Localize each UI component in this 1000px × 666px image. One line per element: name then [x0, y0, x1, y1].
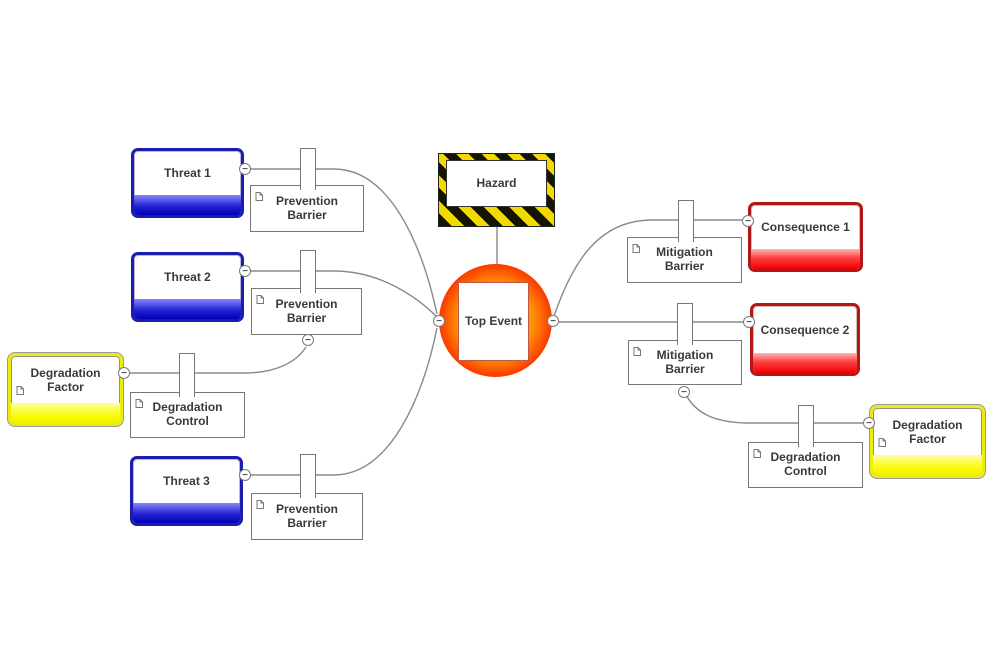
threat-1-label: Threat 1 [164, 166, 211, 181]
link-threat1-topevent [245, 168, 438, 315]
prevention-barrier-3-label: Prevention Barrier [275, 501, 338, 530]
collapse-toggle-degfactor-right[interactable]: − [863, 417, 875, 429]
top-event-label: Top Event [464, 313, 523, 328]
threat-2-label: Threat 2 [164, 270, 211, 285]
barrier-tab [300, 148, 316, 190]
barrier-tab [678, 200, 694, 242]
degradation-control-right-label: Degradation Control [770, 450, 841, 478]
threat-2-node[interactable]: Threat 2 [131, 252, 244, 322]
note-icon [134, 396, 144, 414]
note-icon [752, 446, 762, 464]
note-icon [631, 241, 641, 259]
degradation-factor-left-node[interactable]: Degradation Factor [8, 353, 123, 426]
link-degfactor-right [684, 392, 863, 424]
barrier-tab [300, 454, 316, 498]
collapse-toggle-topevent-left[interactable]: − [433, 315, 445, 327]
consequence-color-band [751, 249, 860, 269]
note-icon [255, 292, 265, 310]
link-degfactor-left [124, 346, 307, 374]
prevention-barrier-2-node[interactable]: Prevention Barrier [251, 288, 362, 335]
mitigation-barrier-1-node[interactable]: Mitigation Barrier [627, 237, 742, 283]
mitigation-barrier-2-node[interactable]: Mitigation Barrier [628, 340, 742, 385]
hazard-inner-panel: Hazard [446, 160, 547, 207]
prevention-barrier-1-node[interactable]: Prevention Barrier [250, 185, 364, 232]
hazard-node[interactable]: Hazard [438, 153, 555, 227]
collapse-toggle-degfactor-left[interactable]: − [118, 367, 130, 379]
top-event-inner-panel: Top Event [458, 282, 529, 361]
mitigation-barrier-1-label: Mitigation Barrier [656, 245, 713, 273]
consequence-1-node[interactable]: Consequence 1 [748, 202, 863, 272]
note-icon [632, 344, 642, 362]
collapse-toggle-threat2[interactable]: − [239, 265, 251, 277]
top-event-node[interactable]: Top Event [439, 264, 552, 377]
degradation-factor-right-node[interactable]: Degradation Factor [870, 405, 985, 478]
degradation-control-left-label: Degradation Control [152, 400, 223, 428]
consequence-1-label: Consequence 1 [761, 220, 850, 235]
prevention-barrier-3-node[interactable]: Prevention Barrier [251, 493, 363, 540]
collapse-toggle-prevention-barrier2[interactable]: − [302, 334, 314, 346]
collapse-toggle-consequence2[interactable]: − [743, 316, 755, 328]
barrier-tab [179, 353, 195, 397]
barrier-tab [300, 250, 316, 293]
collapse-toggle-mitigation-barrier2[interactable]: − [678, 386, 690, 398]
degradation-factor-right-label: Degradation Factor [892, 417, 963, 446]
barrier-tab [677, 303, 693, 345]
consequence-color-band [753, 353, 857, 373]
hazard-label: Hazard [476, 175, 517, 190]
note-icon [254, 189, 264, 207]
prevention-barrier-1-label: Prevention Barrier [275, 193, 338, 222]
link-topevent-consequence1 [552, 219, 742, 320]
degradation-factor-left-label: Degradation Factor [30, 365, 101, 394]
degradation-control-right-node[interactable]: Degradation Control [748, 442, 863, 488]
collapse-toggle-consequence1[interactable]: − [742, 215, 754, 227]
threat-color-band [133, 503, 240, 523]
note-icon [15, 383, 25, 401]
collapse-toggle-threat1[interactable]: − [239, 163, 251, 175]
link-threat3-topevent [245, 327, 438, 476]
threat-color-band [134, 195, 241, 215]
degradation-color-band [11, 403, 120, 423]
threat-3-label: Threat 3 [163, 474, 210, 489]
note-icon [255, 497, 265, 515]
collapse-toggle-topevent-right[interactable]: − [547, 315, 559, 327]
degradation-control-left-node[interactable]: Degradation Control [130, 392, 245, 438]
consequence-2-label: Consequence 2 [760, 322, 850, 337]
degradation-color-band [873, 455, 982, 475]
threat-1-node[interactable]: Threat 1 [131, 148, 244, 218]
prevention-barrier-2-label: Prevention Barrier [275, 296, 338, 325]
threat-color-band [134, 299, 241, 319]
mitigation-barrier-2-label: Mitigation Barrier [656, 347, 714, 376]
collapse-toggle-threat3[interactable]: − [239, 469, 251, 481]
note-icon [877, 435, 887, 453]
barrier-tab [798, 405, 814, 447]
threat-3-node[interactable]: Threat 3 [130, 456, 243, 526]
link-threat2-topevent [245, 270, 438, 318]
consequence-2-node[interactable]: Consequence 2 [750, 303, 860, 376]
